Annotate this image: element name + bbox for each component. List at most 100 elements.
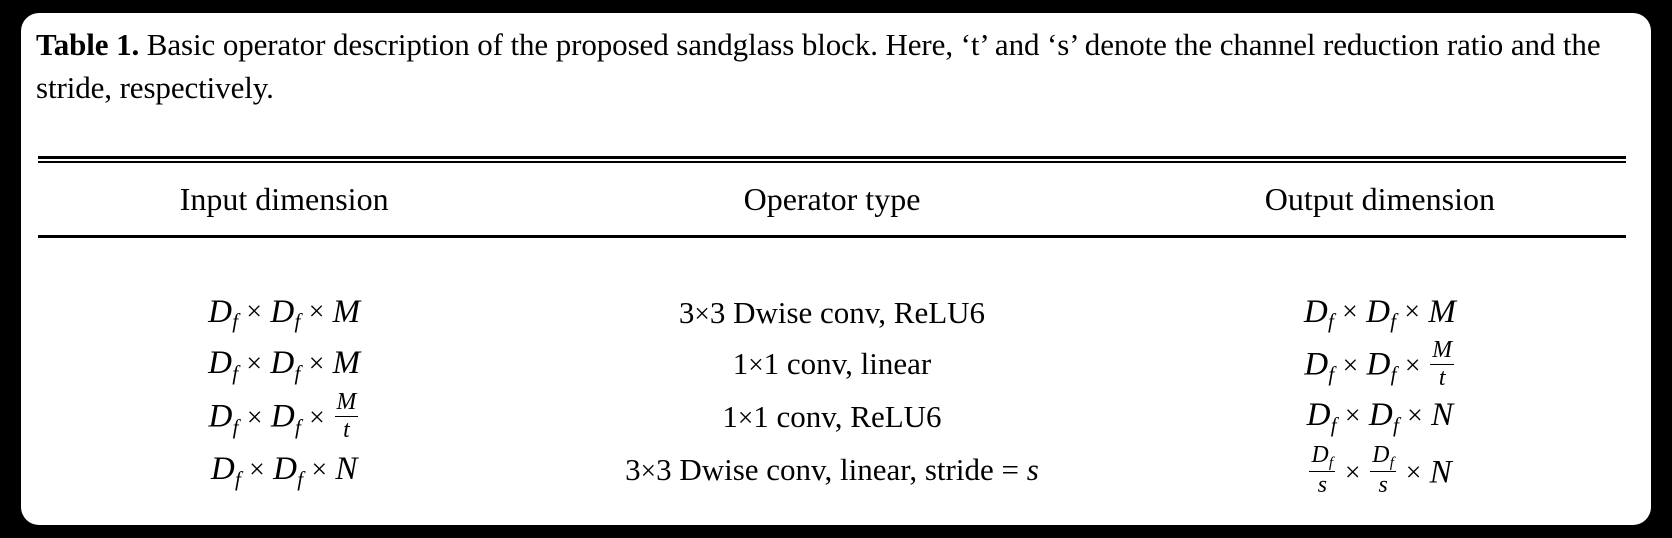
math-expression: Df×Df×M [208, 344, 361, 385]
fraction-numerator: Df [1309, 441, 1336, 473]
symbol-f: f [1390, 309, 1397, 334]
operator-expression: 1×1 conv, linear [733, 346, 931, 381]
symbol-f: f [1392, 412, 1399, 437]
symbol-f: f [1328, 362, 1335, 387]
symbol-f: f [232, 309, 239, 334]
table-header: Input dimension Operator type Output dim… [38, 163, 1626, 235]
math-expression: Df×Df×N [1307, 399, 1454, 436]
symbol-f: f [1389, 453, 1394, 471]
math-expression: Df×Df×N [211, 453, 358, 490]
symbol-f: f [1330, 412, 1337, 437]
operator-name: conv, linear [786, 346, 932, 382]
symbol-times: × [1344, 456, 1361, 488]
fraction-numerator: M [334, 389, 359, 418]
fraction-denominator: t [1438, 364, 1446, 391]
symbol-D: D [270, 344, 295, 381]
symbol-D: D [1366, 346, 1391, 383]
symbol-f: f [1327, 309, 1334, 334]
symbol-times: × [246, 295, 263, 327]
fraction-denominator: s [1317, 472, 1327, 499]
symbol-times: × [308, 346, 325, 378]
symbol-times: × [246, 346, 263, 378]
symbol-times: × [694, 298, 710, 329]
symbol-f: f [294, 309, 301, 334]
symbol-D: D [1366, 293, 1390, 330]
symbol-times: × [309, 401, 325, 433]
kernel-size: 1 [732, 346, 749, 382]
kernel-size: 1 [753, 398, 769, 434]
table-card: Table 1. Basic operator description of t… [21, 13, 1651, 525]
symbol-times: × [1404, 348, 1421, 380]
symbol-M: M [332, 293, 361, 330]
body-spacer [38, 498, 1626, 525]
cell-operator-type: 1×1 conv, linear [530, 338, 1133, 390]
symbol-D: D [208, 399, 233, 436]
table-midrule [38, 235, 1626, 238]
operator-expression: 3×3 Dwise conv, linear, stride = s [625, 452, 1039, 487]
symbol-f: f [232, 414, 239, 439]
column-header-output-dimension: Output dimension [1264, 180, 1495, 217]
symbol-N: N [1431, 397, 1454, 434]
symbol-times: × [1342, 348, 1359, 380]
symbol-M: M [1428, 293, 1456, 330]
operator-expression: 3×3 Dwise conv, ReLU6 [679, 295, 985, 330]
table-body-element: Df×Df×M 3×3 Dwise conv, ReLU6 Df×Df×M Df… [38, 238, 1626, 525]
header-row: Input dimension Operator type Output dim… [38, 163, 1626, 235]
kernel-size: 3 [678, 295, 695, 330]
symbol-D: D [273, 451, 297, 488]
symbol-N: N [335, 451, 358, 488]
fraction-denominator: s [1378, 472, 1388, 499]
symbol-D: D [210, 451, 235, 488]
symbol-D: D [1304, 346, 1329, 383]
symbol-D: D [208, 344, 232, 381]
table-caption: Table 1. Basic operator description of t… [36, 23, 1636, 109]
operator-name: Dwise conv, ReLU6 [733, 295, 986, 330]
math-expression: Df×Df×M [1303, 293, 1456, 334]
symbol-D: D [208, 293, 232, 330]
cell-output-dimension: Df×Df×N [1134, 390, 1626, 442]
cell-input-dimension: Df×Df×N [38, 443, 530, 498]
symbol-D: D [270, 399, 295, 436]
cell-operator-type: 3×3 Dwise conv, linear, stride = s [530, 443, 1133, 498]
symbol-times: × [640, 455, 657, 486]
symbol-N: N [1429, 454, 1452, 491]
symbol-times: × [1342, 295, 1358, 327]
operator-expression: 1×1 conv, ReLU6 [722, 399, 941, 434]
kernel-size: 3 [709, 295, 726, 330]
symbol-times: × [311, 452, 328, 484]
table-body: Df×Df×M 3×3 Dwise conv, ReLU6 Df×Df×M Df… [38, 238, 1626, 525]
symbol-s: s [1026, 452, 1039, 488]
math-expression: Df×Df×M [208, 293, 361, 334]
symbol-f: f [1328, 453, 1334, 471]
caption-label: Table 1. [36, 27, 140, 62]
symbol-times: × [1344, 399, 1361, 431]
column-header-input-dimension: Input dimension [179, 180, 389, 217]
symbol-f: f [294, 414, 301, 439]
symbol-f: f [1390, 362, 1397, 387]
operator-name: Dwise conv, linear, stride = [679, 452, 1019, 488]
symbol-D: D [1311, 441, 1329, 468]
cell-input-dimension: Df×Df×M [38, 288, 530, 338]
fraction-numerator: Df [1370, 442, 1396, 473]
data-table: Input dimension Operator type Output dim… [38, 156, 1626, 525]
body-spacer [38, 238, 1626, 288]
symbol-f: f [297, 466, 304, 491]
symbol-times: × [1405, 456, 1422, 488]
symbol-f: f [294, 360, 301, 385]
symbol-times: × [308, 295, 325, 327]
cell-input-dimension: Df×Df×M [38, 338, 530, 390]
fraction-numerator: M [1430, 337, 1455, 365]
symbol-D: D [1303, 293, 1328, 330]
symbol-times: × [246, 401, 263, 433]
symbol-D: D [270, 293, 295, 330]
symbol-M: M [332, 344, 361, 381]
kernel-size: 1 [763, 346, 780, 382]
